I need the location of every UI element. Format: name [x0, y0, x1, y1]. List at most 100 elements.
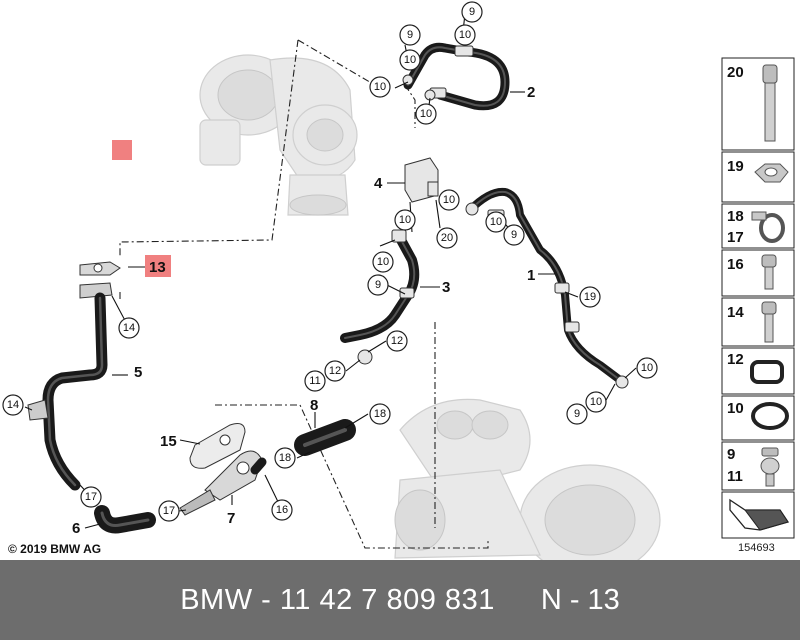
callout-9[interactable]: 9 [399, 24, 421, 46]
callout-17[interactable]: 17 [158, 500, 180, 522]
svg-text:13: 13 [149, 259, 166, 276]
svg-text:9: 9 [469, 6, 475, 18]
svg-text:14: 14 [7, 399, 19, 411]
svg-text:12: 12 [727, 351, 744, 368]
legend-item-16[interactable]: 16 [721, 249, 795, 297]
svg-text:9: 9 [407, 29, 413, 41]
callout-12[interactable]: 12 [386, 330, 408, 352]
oil-line-3 [340, 229, 420, 365]
svg-text:12: 12 [391, 335, 403, 347]
part-label-4: 4 [374, 175, 383, 192]
coolant-hose-6 [94, 505, 156, 534]
legend-item-10[interactable]: 10 [721, 395, 795, 441]
part-label-5: 5 [134, 364, 142, 381]
turbocharger-lower-ghost [394, 398, 661, 560]
drawing-number: 154693 [738, 542, 775, 554]
legend-item-20[interactable]: 20 [721, 57, 795, 151]
svg-text:20: 20 [727, 64, 744, 81]
callout-10[interactable]: 10 [394, 209, 416, 231]
legend-item-9-11[interactable]: 9 11 [721, 441, 795, 491]
svg-text:17: 17 [163, 505, 175, 517]
callout-10[interactable]: 10 [438, 189, 460, 211]
part-label-15: 15 [160, 433, 177, 450]
legend-item-14[interactable]: 14 [721, 297, 795, 347]
svg-text:9: 9 [511, 229, 517, 241]
svg-text:10: 10 [399, 214, 411, 226]
callout-12[interactable]: 12 [324, 360, 346, 382]
callout-14[interactable]: 14 [2, 394, 24, 416]
part-label-6: 6 [72, 520, 80, 537]
svg-text:10: 10 [590, 396, 602, 408]
legend-item-12[interactable]: 12 [721, 347, 795, 395]
svg-text:10: 10 [459, 29, 471, 41]
callout-10[interactable]: 10 [415, 103, 437, 125]
oil-feed-line-2 [402, 42, 510, 111]
svg-text:10: 10 [490, 216, 502, 228]
callout-9[interactable]: 9 [566, 403, 588, 425]
coolant-pipe-5 [27, 261, 121, 491]
callout-10[interactable]: 10 [485, 211, 507, 233]
hose-8 [294, 419, 356, 456]
callout-18[interactable]: 18 [369, 403, 391, 425]
highlight-marker [112, 140, 132, 160]
svg-text:10: 10 [443, 194, 455, 206]
callout-9[interactable]: 9 [367, 274, 389, 296]
svg-text:18: 18 [279, 452, 291, 464]
svg-text:18: 18 [727, 208, 744, 225]
callout-9[interactable]: 9 [503, 224, 525, 246]
svg-text:10: 10 [377, 256, 389, 268]
svg-text:10: 10 [420, 108, 432, 120]
callout-10[interactable]: 10 [399, 49, 421, 71]
highlighted-part-13[interactable]: 13 [145, 255, 171, 277]
fastener-legend: 20 19 18 17 16 14 [721, 57, 795, 539]
svg-text:14: 14 [727, 304, 744, 321]
callout-20[interactable]: 20 [436, 227, 458, 249]
part-label-3: 3 [442, 279, 450, 296]
assembly-guide-lines [119, 39, 489, 549]
part-label-2: 2 [527, 84, 535, 101]
svg-text:11: 11 [727, 468, 743, 485]
callout-10[interactable]: 10 [369, 76, 391, 98]
callout-14[interactable]: 14 [118, 317, 140, 339]
copyright-text: © 2019 BMW AG [8, 542, 102, 556]
svg-text:10: 10 [641, 362, 653, 374]
callout-18[interactable]: 18 [274, 447, 296, 469]
callout-10[interactable]: 10 [636, 357, 658, 379]
callout-10[interactable]: 10 [372, 251, 394, 273]
svg-text:9: 9 [574, 408, 580, 420]
callout-19[interactable]: 19 [579, 286, 601, 308]
part-label-1: 1 [527, 267, 535, 284]
svg-text:11: 11 [309, 375, 320, 387]
callout-17[interactable]: 17 [80, 486, 102, 508]
connection-flange-7 [179, 450, 267, 516]
svg-text:18: 18 [374, 408, 386, 420]
svg-text:17: 17 [85, 491, 97, 503]
callout-9[interactable]: 9 [461, 1, 483, 23]
svg-text:9: 9 [375, 279, 381, 291]
svg-text:17: 17 [727, 229, 744, 246]
callout-16[interactable]: 16 [271, 499, 293, 521]
callout-11[interactable]: 11 [304, 370, 326, 392]
callout-10[interactable]: 10 [585, 391, 607, 413]
gasket-15 [189, 423, 246, 469]
exploded-parts-diagram: 1 2 3 4 5 6 7 8 13 9 9 10 10 10 10 10 10… [2, 1, 795, 560]
svg-text:10: 10 [374, 81, 386, 93]
part-label-7: 7 [227, 510, 235, 527]
arrow-corner-icon [721, 491, 795, 539]
svg-text:19: 19 [727, 158, 744, 175]
part-label-8: 8 [310, 397, 318, 414]
svg-text:9: 9 [727, 446, 735, 463]
callout-10[interactable]: 10 [454, 24, 476, 46]
svg-text:19: 19 [584, 291, 596, 303]
footer-part-number: BMW - 11 42 7 809 831 [180, 583, 495, 616]
svg-text:12: 12 [329, 365, 341, 377]
svg-text:10: 10 [727, 400, 744, 417]
legend-item-18-17[interactable]: 18 17 [721, 203, 795, 249]
svg-text:16: 16 [727, 256, 744, 273]
svg-text:16: 16 [276, 504, 288, 516]
footer-position: N - 13 [540, 583, 620, 616]
svg-text:14: 14 [123, 322, 135, 334]
part-number-footer: BMW - 11 42 7 809 831 N - 13 [0, 560, 800, 640]
legend-item-19[interactable]: 19 [721, 151, 795, 203]
